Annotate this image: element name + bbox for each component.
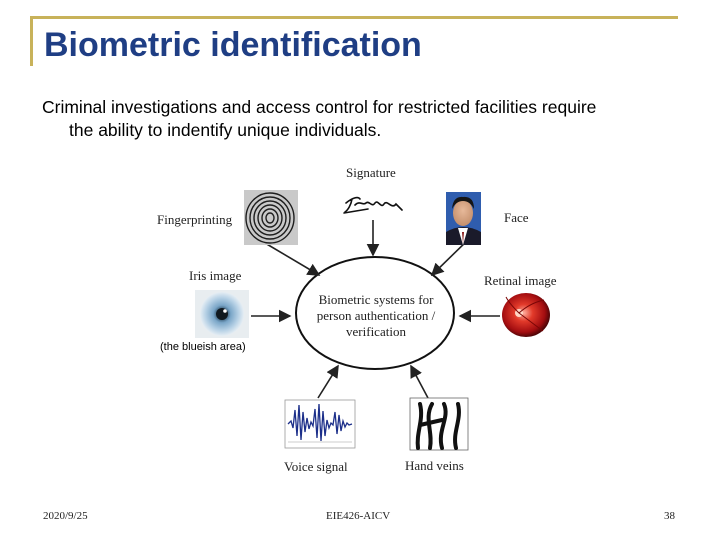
center-line-3: verification [306, 324, 446, 340]
footer-course: EIE426-AICV [326, 510, 390, 522]
arrow-voice [318, 366, 338, 398]
center-line-1: Biometric systems for [306, 292, 446, 308]
signature-image [344, 198, 402, 213]
arrow-veins [411, 366, 428, 398]
iris-image [195, 290, 249, 338]
iris-note: (the blueish area) [160, 341, 246, 353]
fingerprint-image [244, 190, 298, 245]
hand-veins-image [410, 398, 468, 450]
center-line-2: person authentication / [306, 308, 446, 324]
label-retinal-image: Retinal image [484, 273, 557, 289]
voice-signal-image [285, 400, 355, 448]
center-text: Biometric systems for person authenticat… [306, 292, 446, 340]
label-voice-signal: Voice signal [284, 459, 348, 475]
footer-page-number: 38 [664, 510, 675, 522]
label-hand-veins: Hand veins [405, 458, 464, 474]
retina-image [501, 292, 551, 339]
label-face: Face [504, 210, 529, 226]
label-fingerprinting: Fingerprinting [157, 212, 232, 228]
footer-date: 2020/9/25 [43, 510, 88, 522]
label-signature: Signature [346, 165, 396, 181]
face-image [446, 192, 481, 245]
label-iris-image: Iris image [189, 268, 241, 284]
arrow-fingerprint [265, 243, 319, 275]
